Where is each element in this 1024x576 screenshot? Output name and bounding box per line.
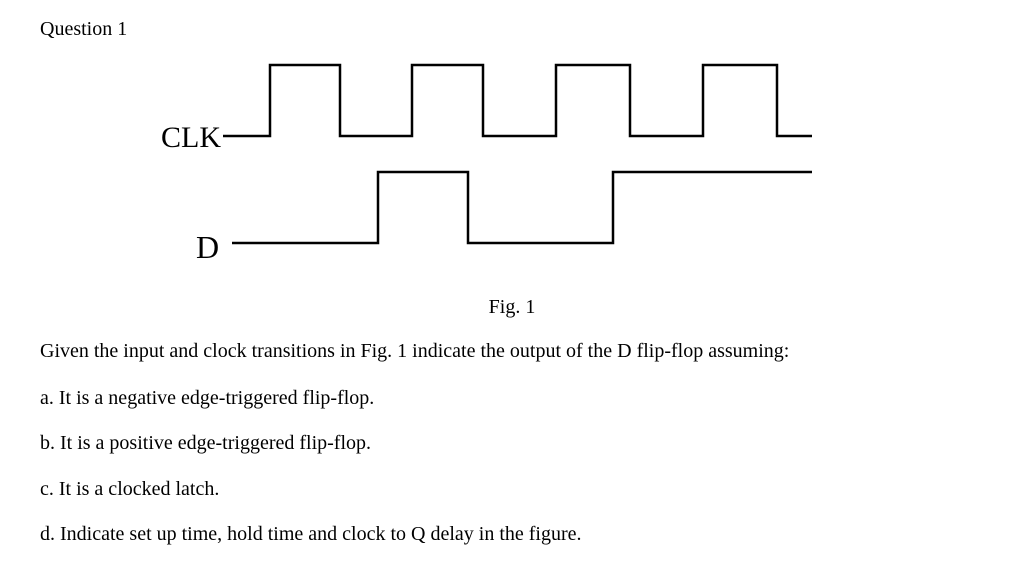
clk-signal-label: CLK <box>161 121 221 154</box>
question-item-b: b. It is a positive edge-triggered flip-… <box>40 432 372 454</box>
d-signal-label: D <box>196 229 219 265</box>
question-intro-text: Given the input and clock transitions in… <box>40 340 790 362</box>
question-item-a: a. It is a negative edge-triggered flip-… <box>40 387 375 409</box>
question-item-c: c. It is a clocked latch. <box>40 478 220 500</box>
timing-diagram-figure: CLK D <box>161 63 812 265</box>
question-title: Question 1 <box>40 18 128 40</box>
question-item-d: d. Indicate set up time, hold time and c… <box>40 523 582 545</box>
clk-waveform <box>223 63 812 138</box>
figure-caption: Fig. 1 <box>488 296 536 318</box>
d-waveform <box>232 170 812 245</box>
